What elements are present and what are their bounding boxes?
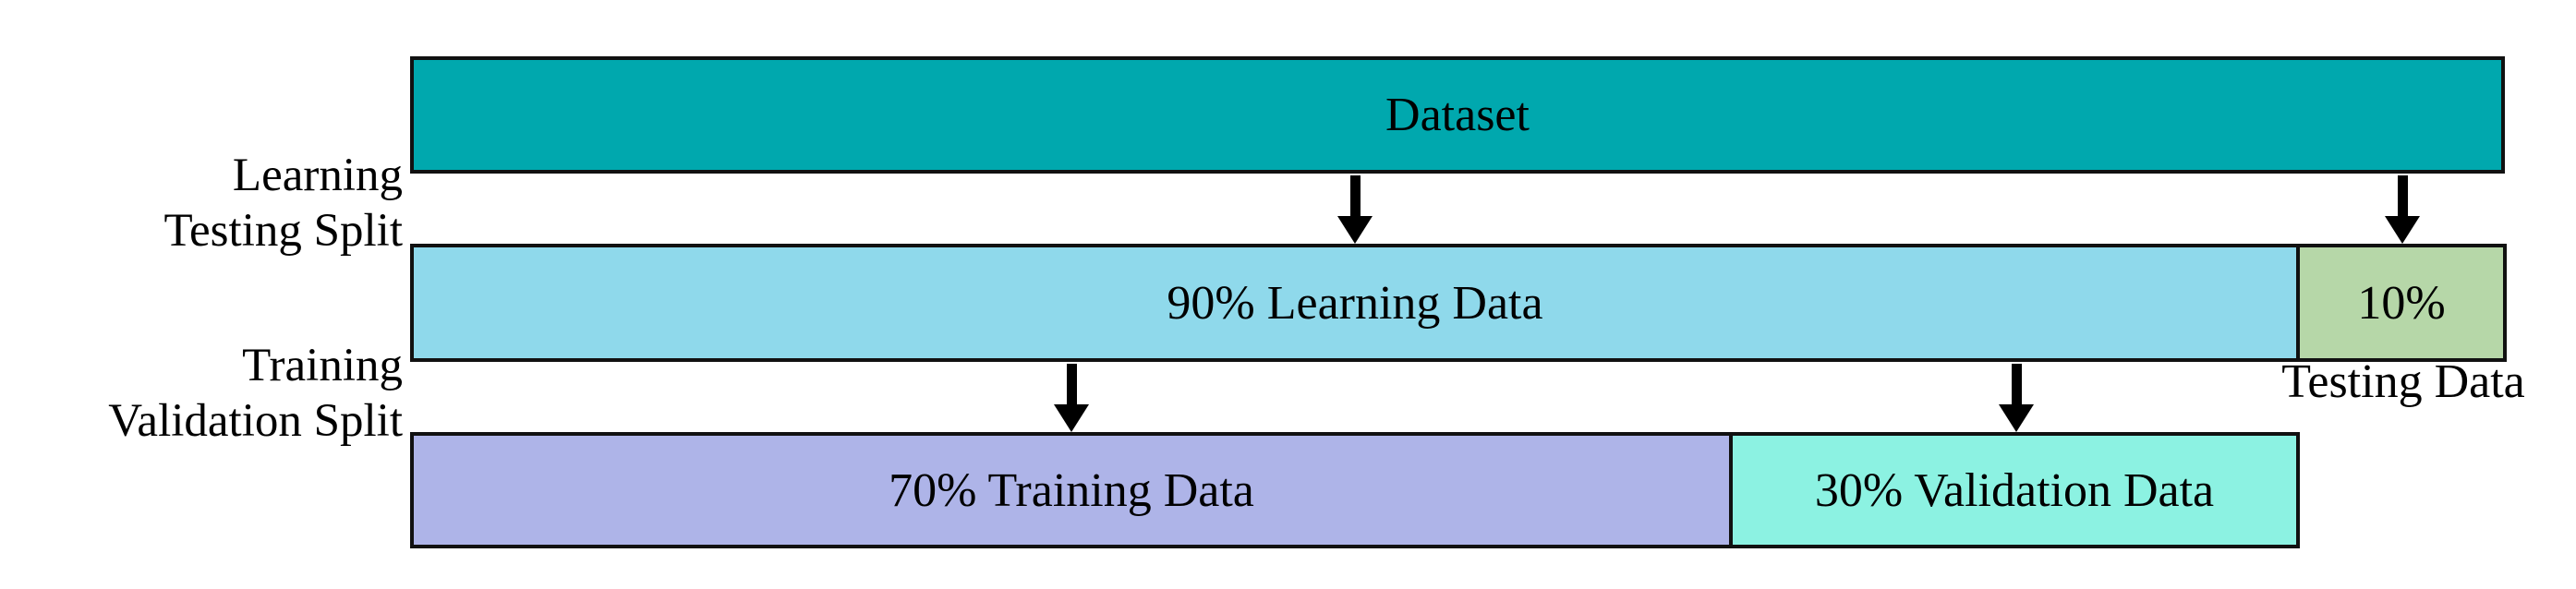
- training-validation-split-line2: Validation Split: [108, 395, 403, 447]
- arrow-head: [1337, 216, 1373, 244]
- learning-data-label: 90% Learning Data: [1167, 276, 1543, 330]
- arrow-stem: [2397, 175, 2408, 216]
- training-data-box: 70% Training Data: [410, 432, 1733, 548]
- validation-data-box: 30% Validation Data: [1729, 432, 2300, 548]
- learning-testing-split-label: Learning Testing Split: [0, 148, 403, 258]
- testing-data-pct-label: 10%: [2357, 276, 2446, 330]
- arrow-head: [1999, 404, 2034, 432]
- learning-testing-split-line1: Learning: [232, 150, 403, 201]
- arrow-down-icon: [1051, 364, 1092, 432]
- arrow-down-icon: [1996, 364, 2037, 432]
- testing-data-box: 10%: [2296, 244, 2507, 362]
- arrow-head: [1054, 404, 1089, 432]
- validation-data-label: 30% Validation Data: [1814, 463, 2215, 517]
- training-validation-split-line1: Training: [242, 340, 403, 391]
- arrow-stem: [1066, 364, 1077, 404]
- arrow-stem: [2011, 364, 2022, 404]
- training-data-label: 70% Training Data: [889, 463, 1254, 517]
- arrow-down-icon: [2382, 175, 2423, 244]
- arrow-stem: [1349, 175, 1361, 216]
- arrow-down-icon: [1335, 175, 1375, 244]
- dataset-box: Dataset: [410, 56, 2505, 174]
- dataset-label: Dataset: [1385, 89, 1530, 141]
- arrow-head: [2385, 216, 2420, 244]
- testing-data-caption: Testing Data: [2281, 355, 2525, 408]
- training-validation-split-label: Training Validation Split: [0, 338, 403, 449]
- learning-data-box: 90% Learning Data: [410, 244, 2300, 362]
- learning-testing-split-line2: Testing Split: [163, 205, 403, 257]
